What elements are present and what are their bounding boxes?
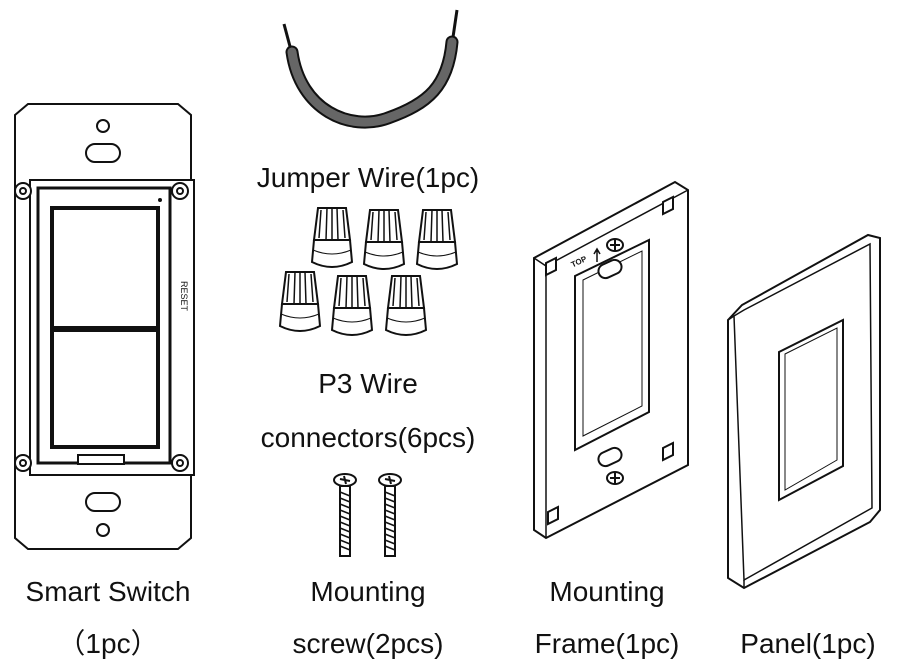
panel-drawing bbox=[727, 233, 881, 590]
mounting-screw-label: Mounting bbox=[310, 576, 426, 607]
smart-switch-label: Smart Switch bbox=[25, 576, 191, 607]
mounting-frame-qty-label: Frame(1pc) bbox=[534, 628, 680, 659]
jumper-wire-drawing bbox=[282, 9, 459, 129]
smart-switch-drawing bbox=[14, 103, 195, 550]
wire-connectors-label: P3 Wire bbox=[318, 368, 418, 399]
mounting-frame-label: Mounting bbox=[549, 576, 665, 607]
jumper-wire-label: Jumper Wire(1pc) bbox=[256, 162, 480, 193]
mounting-screws-drawing bbox=[333, 473, 402, 557]
smart-switch-qty-label: （1pc） bbox=[57, 628, 159, 659]
mounting-frame-drawing bbox=[533, 180, 689, 540]
wire-connectors-qty-label: connectors(6pcs) bbox=[260, 422, 476, 453]
reset-label: RESET bbox=[179, 281, 189, 312]
mounting-screw-qty-label: screw(2pcs) bbox=[292, 628, 444, 659]
wire-connectors-drawing bbox=[279, 207, 458, 336]
panel-label: Panel(1pc) bbox=[740, 628, 876, 659]
